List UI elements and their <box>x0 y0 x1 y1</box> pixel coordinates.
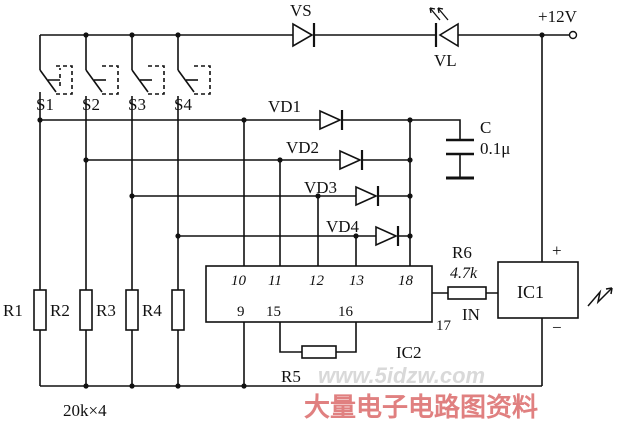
junction-dot <box>407 117 413 123</box>
resistor-r5-symbol <box>301 345 337 359</box>
junction-dot <box>129 32 135 38</box>
diode-output-wires <box>342 119 410 237</box>
resistor-r6-symbol <box>447 286 487 300</box>
switch-s2-label: S2 <box>82 95 100 114</box>
resistor-r6-label: R6 <box>452 243 472 262</box>
diode-vs-label: VS <box>290 1 312 20</box>
watermark-title: 大量电子电路图资料 <box>304 392 538 423</box>
light-emission-icon <box>429 7 449 21</box>
resistor-r2-label: R2 <box>50 301 70 320</box>
ic2-pin-12: 12 <box>309 273 325 289</box>
ic2-label: IC2 <box>396 343 422 362</box>
ic1-in-label: IN <box>462 305 480 324</box>
capacitor-wires <box>410 119 461 178</box>
junction-dot <box>277 157 283 163</box>
junction-dot <box>407 157 413 163</box>
junction-dot <box>407 193 413 199</box>
junction-dot <box>129 383 135 389</box>
junction-dot <box>539 32 545 38</box>
diode-vd2-label: VD2 <box>286 138 319 157</box>
switch-s4-symbol <box>177 65 211 95</box>
junction-dot <box>83 32 89 38</box>
junction-dot <box>407 233 413 239</box>
diode-vd4-symbol <box>375 225 400 247</box>
diode-vd2-symbol <box>339 149 364 171</box>
ic1-label: IC1 <box>517 282 544 302</box>
switch-tap-wires <box>40 119 376 237</box>
junction-dot <box>175 383 181 389</box>
r5-wires <box>279 322 357 353</box>
led-vl-label: VL <box>434 51 457 70</box>
supply-terminal-icon <box>568 30 578 40</box>
diode-vd1-label: VD1 <box>268 97 301 116</box>
resistor-r3-label: R3 <box>96 301 116 320</box>
switch-s2-symbol <box>85 65 119 95</box>
resistor-r5-label: R5 <box>281 367 301 386</box>
ic2-pin-18: 18 <box>398 273 414 289</box>
resistor-r4-symbol <box>171 289 185 331</box>
switch-top-wires <box>39 35 179 70</box>
resistor-r6-value: 4.7k <box>450 265 478 282</box>
ic2-pin-13: 13 <box>349 273 364 289</box>
junction-dot <box>241 383 247 389</box>
switch-s1-symbol <box>39 65 73 96</box>
diode-vd1-symbol <box>319 109 344 131</box>
switch-s3-symbol <box>131 65 165 95</box>
junction-dot <box>315 193 321 199</box>
resistor-r3-symbol <box>125 289 139 331</box>
switch-s1-label: S1 <box>36 95 54 114</box>
resistor-r1-label: R1 <box>3 301 23 320</box>
junction-dot <box>175 32 181 38</box>
resistor-r2-symbol <box>79 289 93 331</box>
switch-s3-label: S3 <box>128 95 146 114</box>
ic2-input-wires <box>243 120 357 266</box>
ic2-pin-10: 10 <box>231 273 247 289</box>
resistor-r4-label: R4 <box>142 301 162 320</box>
wiring <box>39 34 570 387</box>
junction-dot <box>353 233 359 239</box>
supply-label: +12V <box>538 7 578 26</box>
ic2-body <box>205 265 433 323</box>
ic1-minus-label: − <box>552 318 562 337</box>
junction-dot <box>37 117 43 123</box>
diode-vd3-label: VD3 <box>304 178 337 197</box>
capacitor-value-label: 0.1μ <box>480 139 510 158</box>
switch-s4-label: S4 <box>174 95 192 114</box>
resistor-bottom-wires <box>39 330 179 386</box>
ic1-plus-label: + <box>552 241 562 260</box>
capacitor-symbol <box>446 138 474 180</box>
ic2-pin-17: 17 <box>436 318 452 334</box>
ic2-pin-9: 9 <box>237 304 245 320</box>
switch-bottom-wires <box>39 96 179 290</box>
junction-dot <box>175 233 181 239</box>
resistor-r1-symbol <box>33 289 47 331</box>
ic2-pin-15: 15 <box>266 304 281 320</box>
diode-vd4-label: VD4 <box>326 217 360 236</box>
junction-dot <box>83 383 89 389</box>
watermark-url: www.5idzw.com <box>318 363 485 388</box>
resistor-value-label: 20k×4 <box>63 401 107 420</box>
junction-dot <box>129 193 135 199</box>
ic2-pin-11: 11 <box>268 273 282 289</box>
led-vl-symbol <box>429 7 459 48</box>
junction-dots <box>37 32 545 389</box>
junction-dot <box>241 117 247 123</box>
diode-vd3-symbol <box>355 185 380 207</box>
ic2-pin-16: 16 <box>338 304 354 320</box>
diode-vs-symbol <box>292 22 316 48</box>
ic1-body <box>497 261 579 319</box>
capacitor-name-label: C <box>480 118 491 137</box>
junction-dot <box>83 157 89 163</box>
antenna-wave-icon <box>587 287 613 307</box>
